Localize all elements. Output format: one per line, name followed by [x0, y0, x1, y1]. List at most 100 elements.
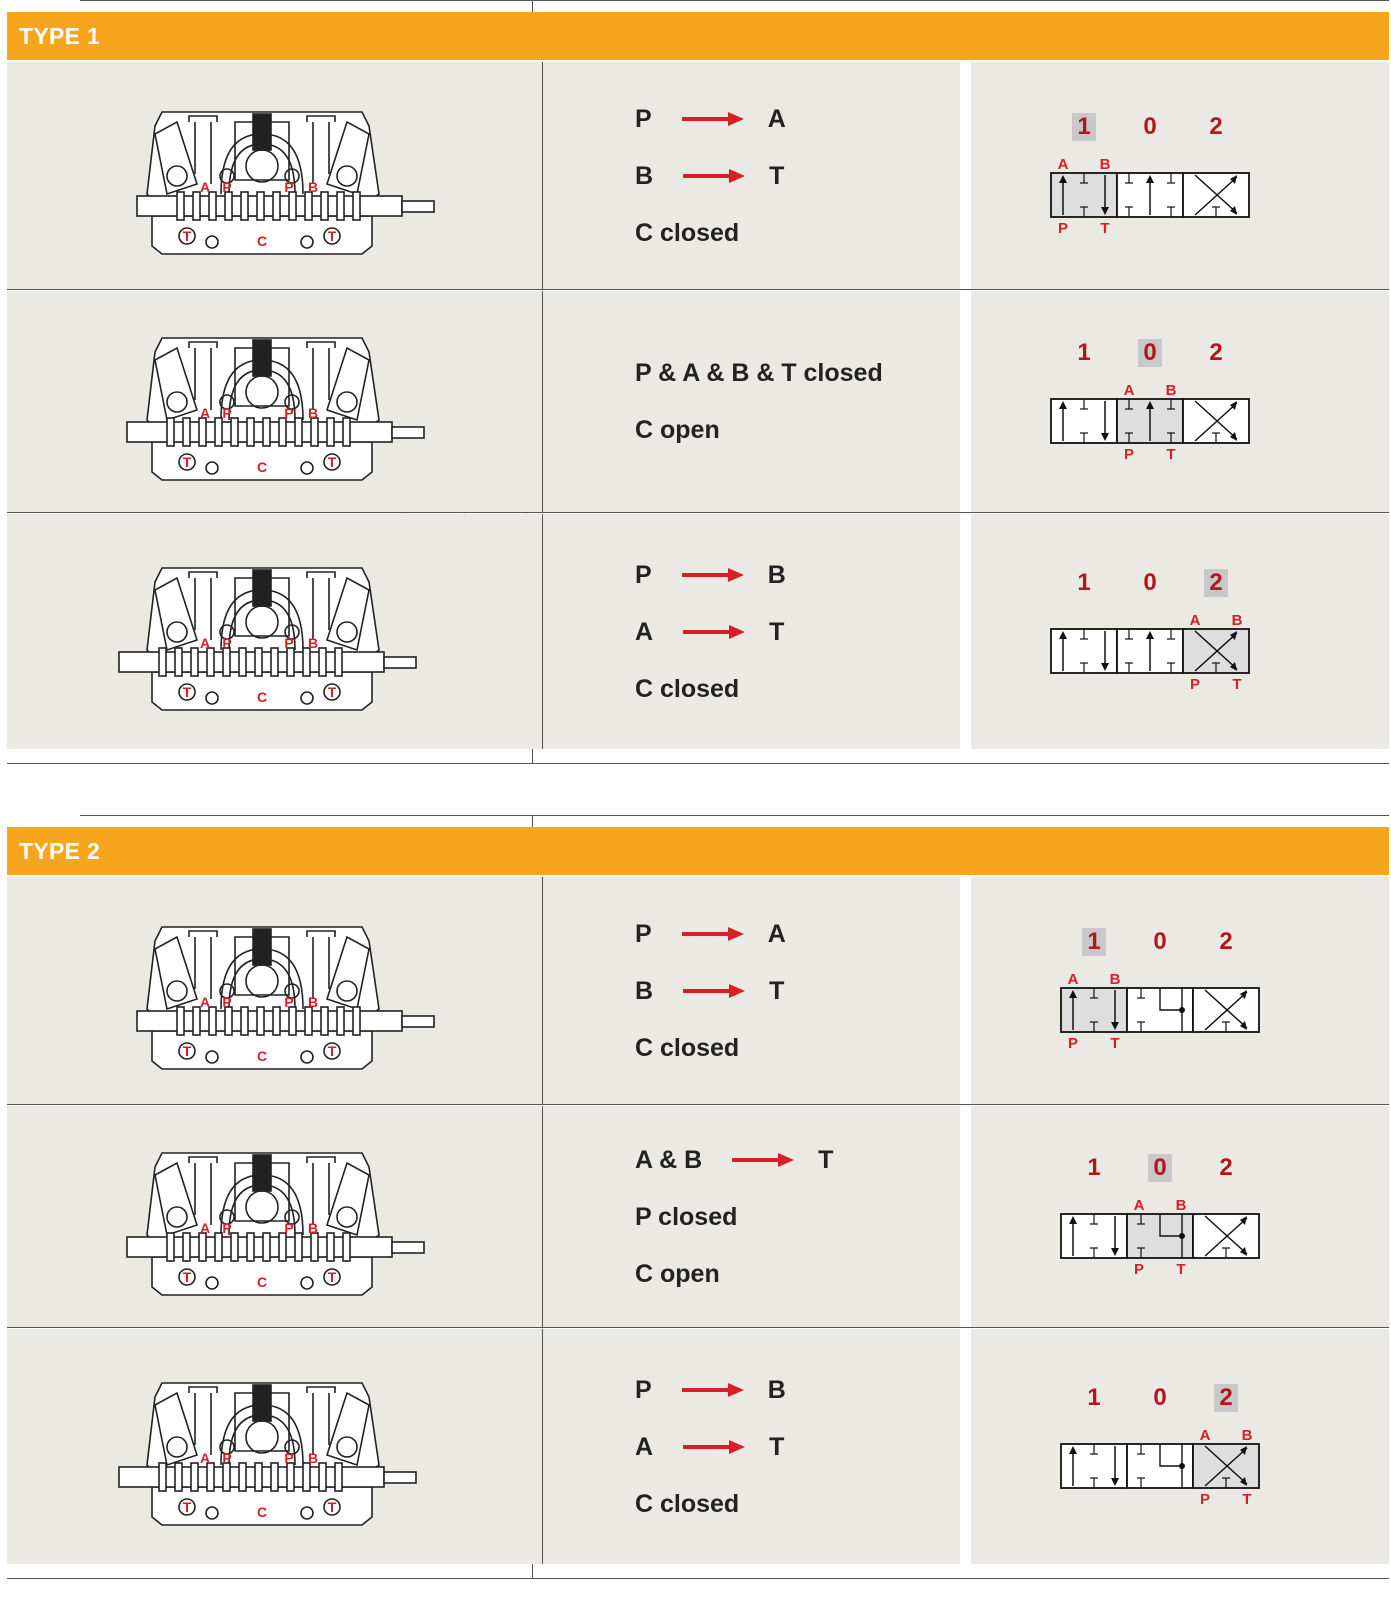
port-label-t: T: [328, 228, 337, 244]
port-label-t: T: [328, 684, 337, 700]
port-label-t: T: [1110, 1035, 1119, 1052]
position-label-2: 2: [1209, 569, 1222, 596]
position-label-0: 1: [1087, 1154, 1100, 1181]
flow-state-text: C closed: [635, 219, 739, 248]
flow-arrow-icon: [683, 1440, 746, 1454]
position-label-1: 0: [1143, 339, 1156, 366]
port-label-c: C: [257, 1274, 267, 1290]
flow-state-text: P closed: [635, 1203, 737, 1232]
flow-arrow-icon: [732, 1153, 795, 1167]
port-label-p: P: [284, 994, 293, 1010]
port-label-a: A: [1200, 1427, 1211, 1444]
flow-from-port: P: [635, 560, 652, 589]
port-label-b: B: [308, 405, 318, 421]
port-label-b: B: [308, 1450, 318, 1466]
port-label-t: T: [183, 454, 192, 470]
top-rule: [80, 0, 1389, 1]
position-label-0: 1: [1087, 1384, 1100, 1411]
port-label-p: P: [1190, 676, 1200, 693]
port-label-p: P: [284, 1450, 293, 1466]
flow-from-port: A: [635, 617, 654, 646]
port-label-t: T: [328, 1269, 337, 1285]
port-label-b: B: [1242, 1427, 1253, 1444]
section-header: TYPE 1: [7, 12, 1389, 60]
port-label-b: B: [308, 635, 318, 651]
row-separator: [7, 1327, 1389, 1328]
flow-to-port: B: [767, 1375, 786, 1404]
port-label-a: A: [1134, 1197, 1145, 1214]
flow-to-port: T: [769, 976, 785, 1005]
port-label-p: P: [222, 635, 231, 651]
section-title: TYPE 2: [19, 838, 101, 864]
position-label-0: 1: [1077, 113, 1090, 140]
port-label-c: C: [257, 1048, 267, 1064]
flow-from-port: P: [635, 104, 652, 133]
column-divider: [542, 62, 543, 289]
section-header: TYPE 2: [7, 827, 1389, 875]
position-label-0: 1: [1077, 339, 1090, 366]
position-label-2: 2: [1209, 339, 1222, 366]
flow-state-text: C open: [635, 1260, 720, 1289]
port-label-b: B: [1110, 971, 1121, 988]
port-label-t: T: [183, 684, 192, 700]
flow-arrow-icon: [683, 984, 746, 998]
flow-arrow-icon: [681, 927, 744, 941]
flow-from-port: B: [635, 161, 654, 190]
flow-arrow-icon: [683, 169, 746, 183]
position-label-0: 1: [1087, 928, 1100, 955]
flow-to-port: T: [769, 1432, 785, 1461]
port-label-p: P: [222, 179, 231, 195]
port-label-p: P: [222, 1450, 231, 1466]
position-label-1: 0: [1153, 1384, 1166, 1411]
column-gap: [960, 62, 971, 289]
port-label-a: A: [1068, 971, 1079, 988]
port-label-t: T: [1242, 1491, 1251, 1508]
row-separator: [7, 1104, 1389, 1105]
port-label-b: B: [308, 179, 318, 195]
port-label-t: T: [183, 1269, 192, 1285]
port-label-p: P: [1200, 1491, 1210, 1508]
port-label-p: P: [284, 635, 293, 651]
port-label-c: C: [257, 233, 267, 249]
flow-state-label: C closed: [635, 1489, 740, 1518]
flow-state-text: C closed: [635, 675, 739, 704]
section-title: TYPE 1: [19, 23, 101, 49]
port-label-a: A: [200, 994, 210, 1010]
port-label-c: C: [257, 1504, 267, 1520]
row-separator: [7, 512, 1389, 513]
port-label-a: A: [200, 635, 210, 651]
flow-state-text: P & A & B & T closed: [635, 359, 883, 388]
bottom-rule: [7, 1578, 1389, 1579]
column-gap: [960, 514, 971, 749]
flow-from-port: P: [635, 1375, 652, 1404]
port-label-t: T: [328, 454, 337, 470]
port-label-b: B: [1232, 612, 1243, 629]
port-label-t: T: [328, 1499, 337, 1515]
port-label-a: A: [1190, 612, 1201, 629]
position-label-1: 0: [1143, 569, 1156, 596]
